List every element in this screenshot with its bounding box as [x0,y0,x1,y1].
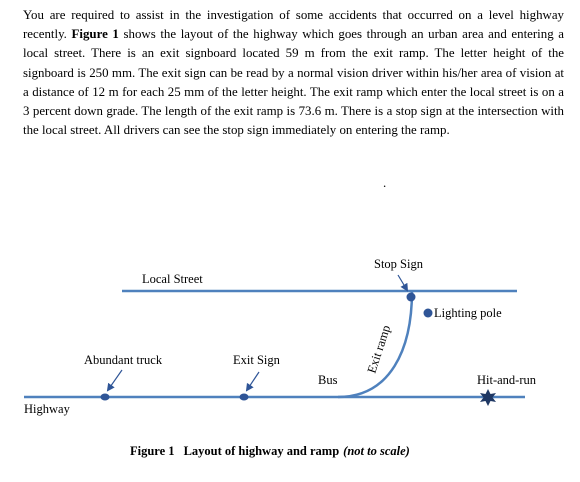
hit-and-run-label: Hit-and-run [477,373,537,387]
caption-note: (not to scale) [343,444,410,458]
problem-sentence-body: shows the layout of the highway which go… [23,27,564,138]
figure-reference: Figure 1 [71,27,119,42]
stray-dot: . [383,175,387,190]
exit-sign-arrow [245,371,260,392]
bus-label: Bus [318,373,338,387]
exit-sign-label: Exit Sign [233,353,281,367]
caption-title: Layout of highway and ramp [184,444,340,458]
exit-sign-marker [239,393,249,401]
problem-sentence-intro: You are required to assist in the invest… [23,8,564,42]
local-street-label: Local Street [142,272,203,286]
hit-and-run-marker [480,389,496,406]
exit-ramp-road [337,290,414,399]
figure-caption: Figure 1 Layout of highway and ramp(not t… [130,444,410,458]
stop-sign-marker [406,292,416,302]
caption-figure-label: Figure 1 [130,444,175,458]
lighting-pole-marker [423,308,433,318]
abundant-truck-arrow [106,369,123,392]
stop-sign-label: Stop Sign [374,257,424,271]
lighting-pole-label: Lighting pole [434,306,502,320]
highway-label: Highway [24,402,71,416]
exit-ramp-label: Exit ramp [365,323,394,375]
stop-sign-arrow [397,274,409,292]
problem-statement: You are required to assist in the invest… [23,6,564,140]
abundant-truck-label: Abundant truck [84,353,163,367]
abundant-truck-marker [100,393,110,401]
